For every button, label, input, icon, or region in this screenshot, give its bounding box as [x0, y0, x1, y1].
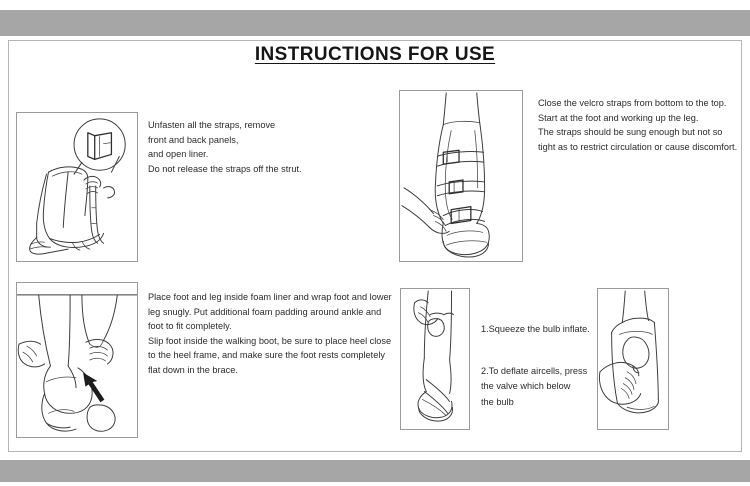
step-4-item-2: 2.To deflate aircells, press the valve w…: [481, 365, 588, 407]
page-title: INSTRUCTIONS FOR USE: [254, 44, 496, 65]
press-deflate-valve-figure: [597, 288, 669, 430]
top-gray-band: [0, 10, 750, 36]
boot-unfasten-straps-figure: [16, 112, 138, 262]
squeeze-bulb-illustration: [413, 290, 454, 422]
boot-close-velcro-straps-figure: [399, 90, 523, 262]
squeeze-bulb-inflate-figure: [400, 288, 470, 430]
step-1-text: Unfasten all the straps, remove front an…: [148, 120, 302, 174]
foam-liner-wrap-figure: [16, 282, 138, 438]
press-deflate-valve-illustration: [599, 290, 659, 414]
foam-liner-wrap-illustration: [17, 294, 137, 432]
boot-unfasten-straps-illustration: [29, 118, 126, 255]
boot-close-velcro-straps-illustration: [401, 92, 490, 258]
step-2-text: Close the velcro straps from bottom to t…: [538, 98, 738, 152]
bottom-gray-band: [0, 460, 750, 482]
step-4-text: 1.Squeeze the bulb inflate. 2.To deflate…: [481, 306, 597, 426]
step-4-item-1: 1.Squeeze the bulb inflate.: [481, 323, 590, 334]
step-3-text: Place foot and leg inside foam liner and…: [148, 292, 392, 375]
